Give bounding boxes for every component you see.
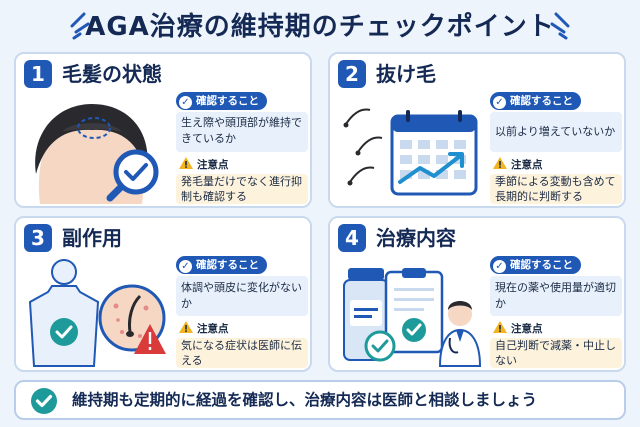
checkpoint-card-treatment: 4 治療内容 ✓確認すること 現在の薬や使用量が適切か 注意点 自己判断で減薬・…: [328, 216, 626, 372]
check-circle-icon: [31, 388, 57, 414]
caution-text: 気になる症状は医師に伝える: [176, 338, 308, 368]
summary-text: 維持期も定期的に経過を確認し、治療内容は医師と相談しましょう: [72, 391, 538, 409]
caution-badge: 注意点: [176, 156, 235, 174]
confirm-badge: ✓確認すること: [490, 256, 581, 274]
sparkle-icon: [70, 12, 90, 40]
confirm-text: 以前より増えていないか: [490, 112, 622, 152]
page-title: AGA治療の維持期のチェックポイント: [85, 12, 555, 42]
medicine-doctor-illustration: [343, 268, 482, 367]
confirm-text: 生え際や頭頂部が維持できているか: [176, 112, 308, 152]
card-number: 3: [24, 224, 52, 252]
body-scalp-illustration: [28, 259, 166, 367]
card-number: 2: [338, 60, 366, 88]
confirm-text: 体調や頭皮に変化がないか: [176, 276, 308, 316]
doctor-icon: [438, 301, 482, 367]
scalp-magnifier-illustration: [35, 104, 159, 204]
sparkle-icon: [550, 12, 570, 40]
check-icon: ✓: [493, 96, 506, 109]
check-icon: ✓: [179, 260, 192, 273]
checkpoint-card-side-effects: 3 副作用 ✓確認すること 体調や頭皮に変化がないか 注意点 気になる症状は医師…: [14, 216, 312, 372]
caution-text: 発毛量だけでなく進行抑制も確認する: [176, 174, 308, 204]
confirm-badge: ✓確認すること: [176, 256, 267, 274]
caution-text: 自己判断で減薬・中止しない: [490, 338, 622, 368]
warning-triangle-icon: [179, 321, 193, 333]
caution-badge: 注意点: [176, 320, 235, 338]
card-title: 毛髪の状態: [62, 62, 162, 86]
confirm-badge: ✓確認すること: [490, 92, 581, 110]
check-icon: ✓: [179, 96, 192, 109]
confirm-badge: ✓確認すること: [176, 92, 267, 110]
summary-banner: 維持期も定期的に経過を確認し、治療内容は医師と相談しましょう: [14, 380, 626, 420]
warning-triangle-icon: [493, 157, 507, 169]
card-title: 副作用: [62, 226, 122, 250]
card-number: 4: [338, 224, 366, 252]
card-title: 治療内容: [376, 226, 456, 250]
warning-triangle-icon: [493, 321, 507, 333]
check-icon: ✓: [493, 260, 506, 273]
caution-badge: 注意点: [490, 156, 549, 174]
card-title: 抜け毛: [376, 62, 436, 86]
checkpoint-card-hair-loss: 2 抜け毛 ✓確認すること 以前より増えていないか 注意点 季節による変動も含め…: [328, 52, 626, 208]
caution-text: 季節による変動も含めて長期的に判断する: [490, 174, 622, 204]
checkpoint-card-hair: 1 毛髪の状態 ✓確認すること 生え際や頭頂部が維持できているか 注意点 発毛量…: [14, 52, 312, 208]
confirm-text: 現在の薬や使用量が適切か: [490, 276, 622, 316]
card-number: 1: [24, 60, 52, 88]
warning-triangle-icon: [179, 157, 193, 169]
caution-badge: 注意点: [490, 320, 549, 338]
calendar-trend-illustration: [343, 108, 478, 196]
trend-arrow-icon: [398, 154, 462, 184]
